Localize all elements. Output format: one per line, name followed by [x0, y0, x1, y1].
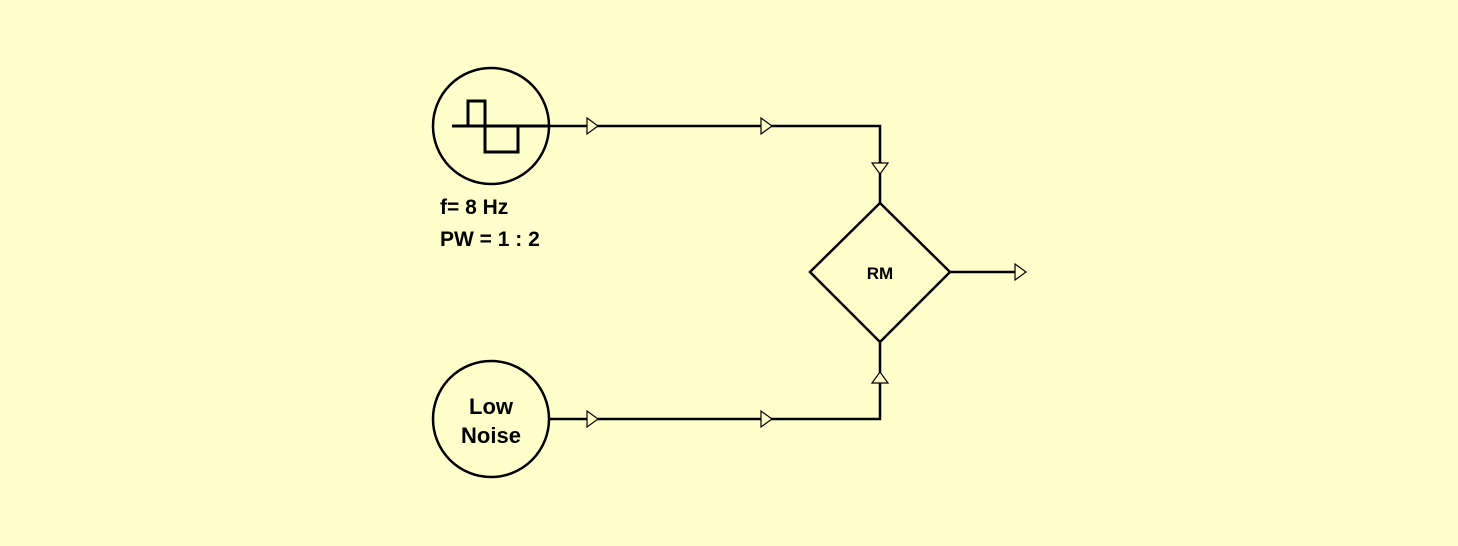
low-noise-source: Low Noise	[431, 359, 551, 479]
low-noise-circle	[431, 359, 551, 479]
square-wave-icon	[452, 99, 550, 154]
low-noise-label-line1: Low	[469, 394, 514, 419]
arrow-right-icon	[760, 116, 774, 136]
low-noise-label-line2: Noise	[461, 423, 521, 448]
pulse-width-label: PW = 1 : 2	[440, 228, 540, 251]
square-oscillator: f= 8 Hz PW = 1 : 2	[431, 66, 551, 251]
wire-oscillator-to-rm	[549, 124, 882, 203]
ring-modulator-label: RM	[867, 264, 893, 283]
wire-noise-to-rm	[549, 343, 882, 421]
square-wave-shape	[466, 99, 520, 154]
arrow-right-icon	[586, 116, 600, 136]
ring-modulator-diamond	[808, 201, 952, 344]
ring-modulator: RM	[808, 201, 952, 344]
output-arrow-icon	[1014, 262, 1028, 282]
arrow-right-icon	[760, 409, 774, 429]
arrow-up-icon	[870, 370, 890, 384]
arrow-right-icon	[586, 409, 600, 429]
frequency-label: f= 8 Hz	[440, 196, 508, 219]
arrow-down-icon	[870, 162, 890, 176]
